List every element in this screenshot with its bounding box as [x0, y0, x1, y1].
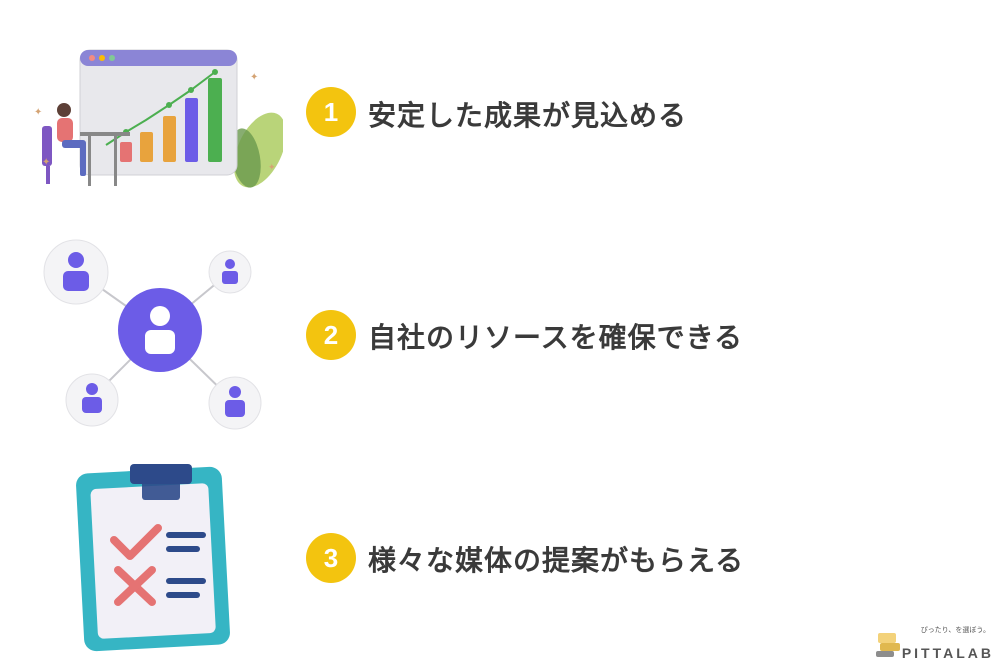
svg-text:✦: ✦ — [268, 163, 276, 173]
network-people-illustration — [40, 238, 268, 434]
benefit-label-1: 安定した成果が見込める — [368, 99, 688, 132]
badge-number-1: 1 — [306, 87, 356, 137]
benefit-label-3: 様々な媒体の提案がもらえる — [368, 544, 745, 577]
svg-text:✦: ✦ — [250, 72, 258, 83]
badge-number-3: 3 — [306, 533, 356, 583]
growth-chart-illustration: ✦ ✦ ✦ ✦ — [28, 40, 287, 195]
benefit-label-2: 自社のリソースを確保できる — [368, 321, 744, 354]
svg-text:✦: ✦ — [42, 157, 50, 168]
logo-wordmark: PITTALAB — [901, 645, 994, 661]
pittalab-logo: ぴったり、を選ぼう。 PITTALAB — [874, 623, 994, 663]
logo-tagline: ぴったり、を選ぼう。 — [920, 626, 990, 634]
logo-mark-icon — [876, 633, 900, 657]
checklist-clipboard-illustration — [74, 460, 234, 652]
svg-text:✦: ✦ — [34, 107, 42, 118]
badge-number-2: 2 — [306, 310, 356, 360]
